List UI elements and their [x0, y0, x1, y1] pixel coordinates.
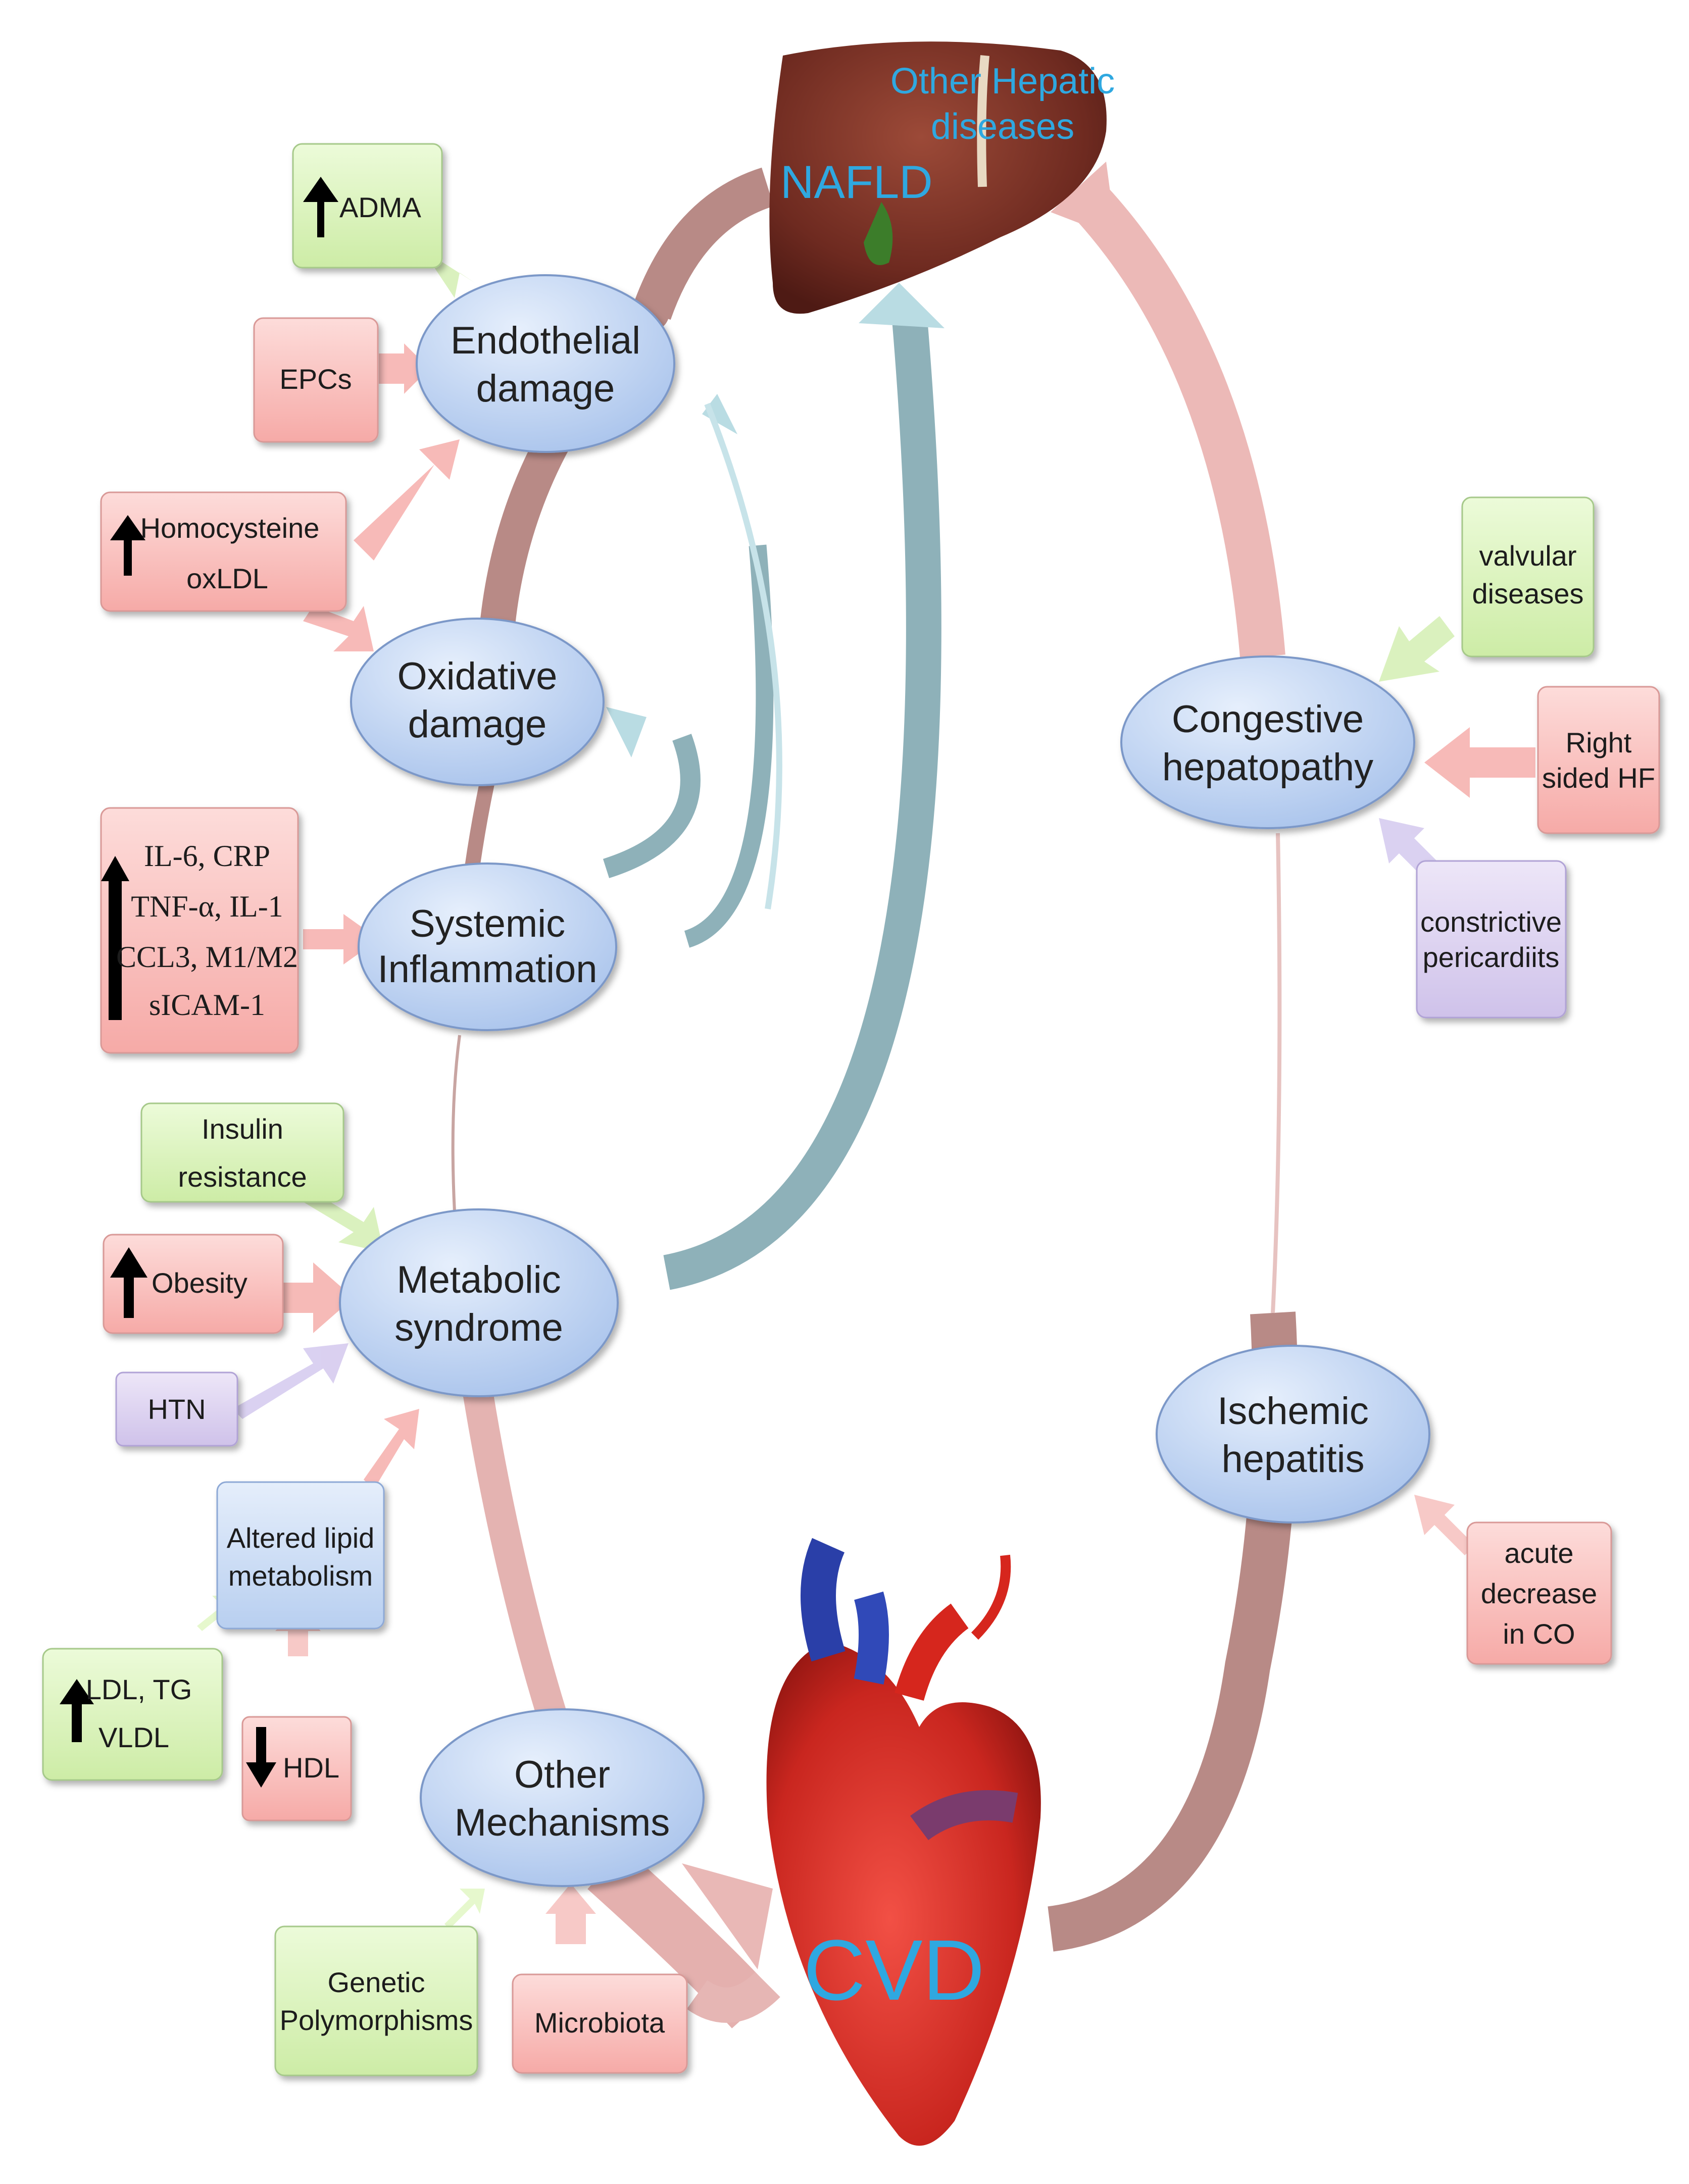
box-ldl-line1: LDL, TG: [86, 1673, 192, 1705]
arrow-to-cvd: [587, 1848, 780, 2028]
node-ischemic[interactable]: Ischemic hepatitis: [1156, 1345, 1430, 1523]
node-systemic-line1: Systemic: [410, 902, 565, 945]
up-arrow-icon: [60, 1679, 94, 1742]
box-genetic-line2: Polymorphisms: [280, 2004, 473, 2036]
box-insulin-line2: resistance: [178, 1161, 307, 1193]
box-valvular-line1: valvular: [1479, 540, 1577, 572]
box-hdl-label: HDL: [283, 1752, 339, 1784]
up-arrow-icon: [110, 1247, 147, 1318]
box-genetic-line1: Genetic: [328, 1966, 425, 1998]
other-hepatic-label-line1: Other Hepatic: [890, 61, 1115, 101]
box-right-hf-line2: sided HF: [1542, 762, 1655, 794]
box-lipid-line2: metabolism: [228, 1560, 373, 1592]
teal-arrows: [603, 283, 945, 1290]
node-systemic-line2: Inflammation: [377, 948, 597, 991]
right-arc: [1047, 162, 1298, 1952]
up-arrow-icon: [110, 515, 145, 576]
box-oxldl-label: oxLDL: [186, 563, 268, 594]
box-altered-lipid[interactable]: Altered lipid metabolism: [216, 1481, 385, 1630]
box-acute-decrease-co[interactable]: acute decrease in CO: [1466, 1521, 1612, 1665]
box-right-sided-hf[interactable]: Right sided HF: [1537, 686, 1660, 834]
box-adma-label: ADMA: [339, 191, 421, 223]
box-microbiota-label: Microbiota: [534, 2007, 665, 2039]
other-hepatic-label-line2: diseases: [931, 107, 1074, 147]
box-inflammatory-markers[interactable]: IL-6, CRP TNF-α, IL-1 CCL3, M1/M2 sICAM-…: [100, 807, 299, 1054]
node-congestive[interactable]: Congestive hepatopathy: [1120, 655, 1415, 829]
box-epcs-label: EPCs: [279, 363, 352, 395]
node-congestive-line2: hepatopathy: [1162, 746, 1373, 789]
box-homocysteine-label: Homocysteine: [140, 512, 320, 544]
box-ldl-line2: VLDL: [98, 1721, 169, 1753]
box-microbiota[interactable]: Microbiota: [512, 1973, 688, 2074]
box-acute-line3: in CO: [1503, 1618, 1575, 1650]
node-other-mechanisms-line2: Mechanisms: [455, 1801, 670, 1844]
box-obesity[interactable]: Obesity: [103, 1234, 284, 1334]
cvd-label: CVD: [804, 1922, 985, 2018]
node-ischemic-line2: hepatitis: [1221, 1438, 1364, 1481]
box-constrictive-line2: pericardiits: [1423, 941, 1560, 973]
box-ldl-tg[interactable]: LDL, TG VLDL: [42, 1648, 223, 1781]
heart-illustration: [766, 1538, 1041, 2146]
node-ischemic-line1: Ischemic: [1217, 1390, 1369, 1433]
nafld-label: NAFLD: [780, 157, 933, 208]
up-arrow-icon: [303, 177, 338, 237]
box-hdl[interactable]: HDL: [241, 1716, 352, 1821]
node-congestive-line1: Congestive: [1172, 698, 1364, 741]
down-arrow-icon: [246, 1727, 276, 1788]
box-homocysteine[interactable]: Homocysteine oxLDL: [100, 491, 347, 612]
liver-illustration: [769, 41, 1107, 314]
box-htn-label: HTN: [147, 1393, 206, 1425]
node-other-mechanisms-line1: Other: [514, 1753, 610, 1796]
box-insulin-line1: Insulin: [202, 1113, 283, 1145]
box-obesity-label: Obesity: [152, 1267, 247, 1299]
node-endothelial-line2: damage: [476, 367, 615, 410]
box-right-hf-line1: Right: [1566, 727, 1632, 758]
up-arrow-icon: [101, 856, 129, 1020]
box-insulin-resistance[interactable]: Insulin resistance: [140, 1102, 344, 1203]
box-genetic[interactable]: Genetic Polymorphisms: [274, 1925, 478, 2076]
box-lipid-line1: Altered lipid: [227, 1522, 375, 1554]
node-metabolic[interactable]: Metabolic syndrome: [339, 1208, 619, 1397]
box-acute-line2: decrease: [1481, 1578, 1597, 1609]
box-inflam-line4: sICAM-1: [149, 988, 265, 1022]
box-epcs[interactable]: EPCs: [253, 317, 379, 443]
box-adma[interactable]: ADMA: [292, 143, 443, 269]
node-other-mechanisms[interactable]: Other Mechanisms: [420, 1708, 705, 1887]
box-inflam-line3: CCL3, M1/M2: [116, 940, 298, 974]
box-constrictive-line1: constrictive: [1420, 906, 1562, 938]
node-endothelial-line1: Endothelial: [451, 319, 640, 362]
node-oxidative-line1: Oxidative: [398, 655, 558, 698]
node-metabolic-line1: Metabolic: [396, 1258, 561, 1301]
box-valvular-line2: diseases: [1472, 578, 1583, 610]
node-endothelial[interactable]: Endothelial damage: [416, 274, 675, 453]
box-acute-line1: acute: [1505, 1537, 1574, 1569]
box-valvular[interactable]: valvular diseases: [1461, 496, 1595, 657]
node-metabolic-line2: syndrome: [394, 1306, 563, 1349]
node-oxidative[interactable]: Oxidative damage: [350, 618, 605, 786]
box-htn[interactable]: HTN: [115, 1372, 238, 1447]
node-systemic[interactable]: Systemic Inflammation: [358, 862, 617, 1031]
box-inflam-line2: TNF-α, IL-1: [131, 890, 283, 923]
box-inflam-line1: IL-6, CRP: [144, 839, 270, 873]
node-oxidative-line2: damage: [408, 703, 547, 746]
box-constrictive-pericarditis[interactable]: constrictive pericardiits: [1416, 860, 1567, 1019]
